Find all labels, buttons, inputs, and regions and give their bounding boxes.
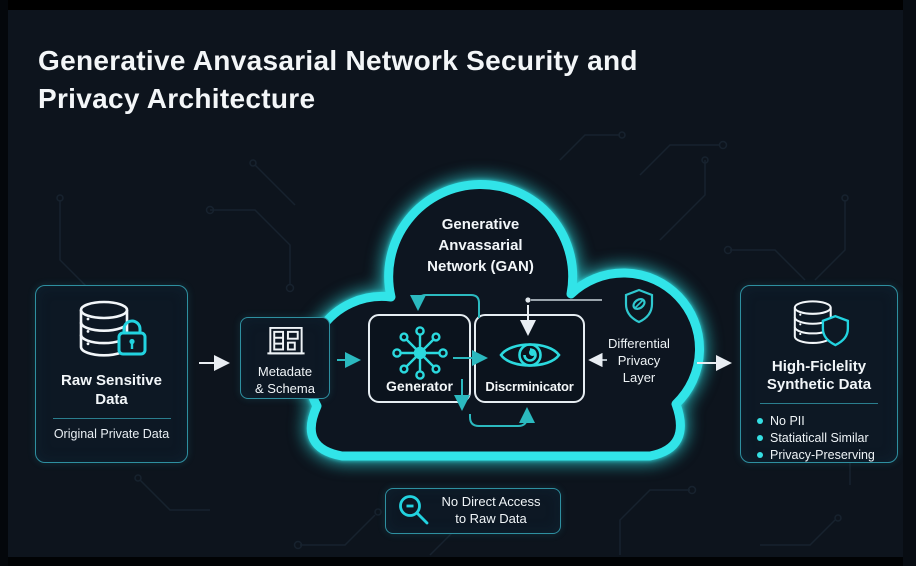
privacy-label-line3: Layer — [622, 369, 656, 385]
bullet-item: No PII — [757, 414, 875, 428]
synthetic-bullet-list: No PII Statiaticall Similar Privacy-Pres… — [741, 411, 875, 462]
no-direct-access-label: No Direct Access to Raw Data — [432, 494, 550, 528]
discriminator-box: Discrminicator — [474, 314, 585, 403]
page-title-line1: Generative Anvasarial Network Security a… — [38, 45, 638, 76]
letterbox-top — [0, 0, 916, 10]
gan-label-line1: Generative — [441, 216, 520, 233]
gan-label-line2: Anvassarial — [438, 237, 523, 254]
raw-box-subtitle: Original Private Data — [53, 426, 170, 441]
table-board-icon — [267, 326, 305, 355]
gan-label-line3: Network (GAN) — [427, 258, 534, 275]
bullet-dot — [757, 452, 763, 458]
feedback-loop-bottom — [469, 407, 535, 427]
raw-sensitive-data-box: Raw Sensitive Data Original Private Data — [35, 285, 188, 463]
bullet-label-privacy-preserving: Privacy-Preserving — [770, 448, 875, 462]
no-direct-access-box: No Direct Access to Raw Data — [385, 488, 561, 534]
privacy-label-line1: Differential — [608, 336, 670, 351]
synthetic-box-title: High-Ficlelity Synthetic Data — [767, 358, 871, 396]
access-label-line2: to Raw Data — [455, 511, 527, 526]
bullet-label-statistically-similar: Statiaticall Similar — [770, 431, 869, 445]
letterbox-bottom — [0, 557, 916, 566]
synthetic-box-divider — [760, 403, 878, 404]
raw-box-title-line2: Data — [95, 390, 128, 408]
bullet-item: Privacy-Preserving — [757, 448, 875, 462]
bullet-dot — [757, 435, 763, 441]
eye-icon — [498, 343, 561, 367]
raw-box-title: Raw Sensitive Data — [61, 372, 162, 410]
magnifier-icon — [399, 495, 429, 525]
privacy-connector-dot — [525, 297, 531, 303]
letterbox-right — [903, 0, 916, 566]
access-label-line1: No Direct Access — [441, 494, 541, 510]
synthetic-title-line1: High-Ficlelity — [771, 357, 867, 375]
bullet-item: Statiaticall Similar — [757, 431, 875, 445]
synthetic-title-line2: Synthetic Data — [766, 376, 872, 394]
gan-cloud-label: Generative Anvassarial Network (GAN) — [398, 214, 563, 277]
metadata-label-line1: Metadate — [257, 364, 313, 380]
network-hub-icon — [391, 326, 448, 380]
privacy-label-line2: Privacy — [617, 352, 661, 368]
synthetic-data-box: High-Ficlelity Synthetic Data No PII Sta… — [740, 285, 898, 463]
privacy-layer-label: Differential Privacy Layer — [592, 336, 686, 387]
database-lock-icon — [79, 300, 146, 357]
page-title-line2: Privacy Architecture — [38, 83, 316, 115]
metadata-box-label: Metadate & Schema — [255, 364, 315, 398]
letterbox-left — [0, 0, 8, 566]
metadata-schema-box: Metadate & Schema — [240, 317, 330, 399]
discriminator-label: Discrminicator — [485, 379, 574, 394]
page-title: Generative Anvasarial Network Security a… — [38, 42, 758, 118]
generator-label: Generator — [386, 378, 453, 394]
raw-box-title-line1: Raw Sensitive — [61, 372, 162, 389]
generator-box: Generator — [368, 314, 471, 403]
database-shield-icon — [793, 300, 850, 347]
metadata-label-line2: & Schema — [255, 381, 315, 397]
bullet-label-no-pii: No PII — [770, 414, 805, 428]
differential-privacy-layer: Differential Privacy Layer — [592, 288, 686, 387]
shield-leaf-icon — [624, 288, 654, 324]
raw-box-divider — [52, 417, 171, 419]
bullet-dot — [757, 418, 763, 424]
